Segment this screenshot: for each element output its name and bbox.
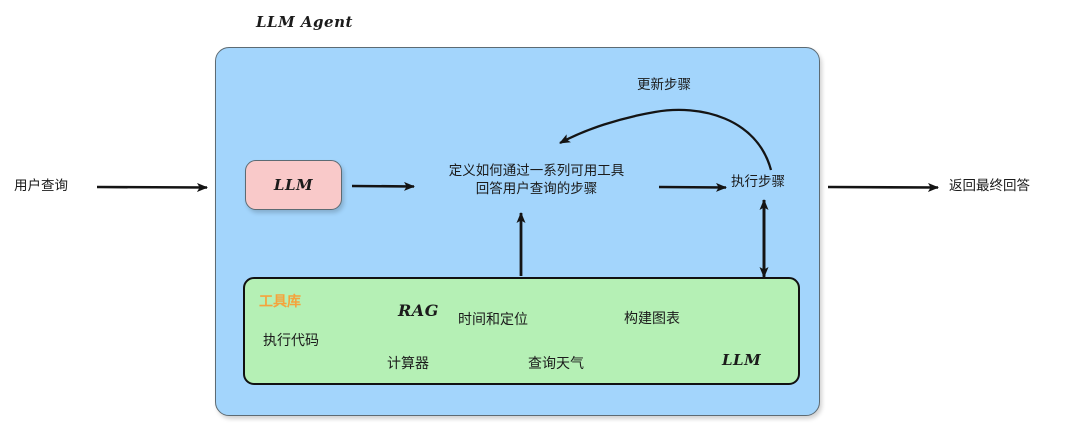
tool-library-container: 工具库 RAG 时间和定位 构建图表 执行代码 计算器 查询天气 LLM xyxy=(243,277,800,385)
output-edge-label: 返回最终回答 xyxy=(949,178,1030,194)
edge-llm-to-plan xyxy=(351,181,415,191)
update-edge-label: 更新步骤 xyxy=(637,77,691,93)
llm-node[interactable]: LLM xyxy=(245,160,342,210)
tool-item-build-chart[interactable]: 构建图表 xyxy=(624,311,680,327)
diagram-title: LLM Agent xyxy=(256,13,353,31)
tool-item-execute-code[interactable]: 执行代码 xyxy=(263,333,319,349)
edge-execute-to-plan-update xyxy=(559,108,773,171)
plan-node: 定义如何通过一系列可用工具 回答用户查询的步骤 xyxy=(424,162,649,198)
tool-item-query-weather[interactable]: 查询天气 xyxy=(528,356,584,372)
tool-library-title: 工具库 xyxy=(259,294,301,310)
plan-node-line1: 定义如何通过一系列可用工具 xyxy=(448,163,625,179)
plan-node-line2: 回答用户查询的步骤 xyxy=(475,181,598,198)
tool-item-rag[interactable]: RAG xyxy=(398,301,439,320)
tool-item-time-location[interactable]: 时间和定位 xyxy=(458,312,528,328)
tool-item-llm[interactable]: LLM xyxy=(722,351,762,369)
edge-plan-to-execute xyxy=(658,182,727,192)
edge-user-query-to-llm xyxy=(96,182,208,192)
edge-execute-to-final-answer xyxy=(827,182,939,192)
tool-item-calculator[interactable]: 计算器 xyxy=(387,356,429,372)
execute-node: 执行步骤 xyxy=(731,174,785,190)
input-edge-label: 用户查询 xyxy=(14,178,68,194)
llm-node-label: LLM xyxy=(273,176,314,194)
